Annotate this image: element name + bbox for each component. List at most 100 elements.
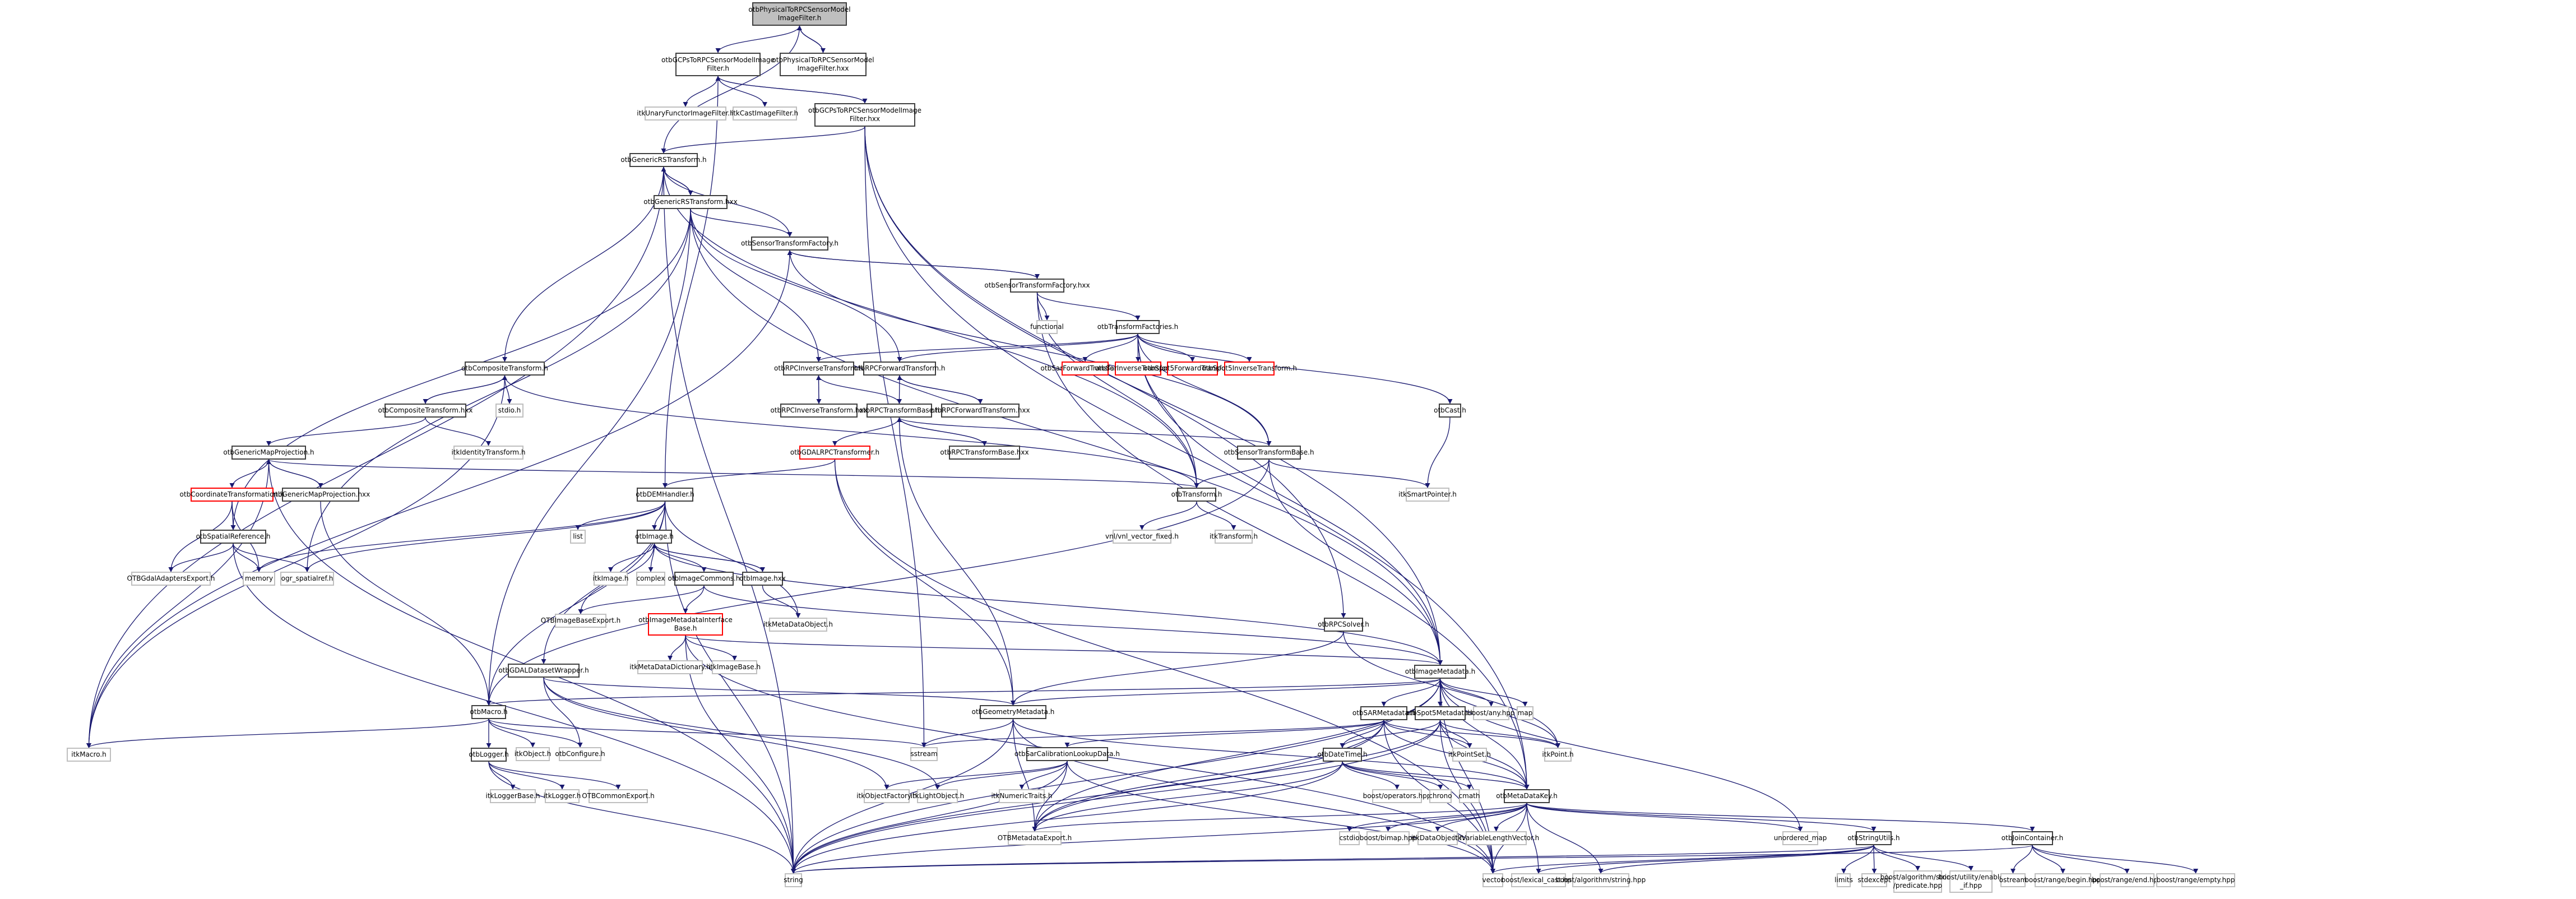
edge-spotmeta-to-string [791,720,1441,874]
graph-node-gmp-hxx[interactable]: otbGenericMapProjection.hxx [271,488,370,502]
graph-node-gdalrpc[interactable]: otbGDALRPCTransformer.h [790,446,879,460]
graph-node-spotmeta[interactable]: otbSpot5Metadata.h [1406,706,1475,720]
graph-node-configure: otbConfigure.h [555,747,605,761]
graph-node-rpcinv-hxx[interactable]: otbRPCInverseTransform.hxx [770,404,868,418]
edge-sarcal-to-string [790,761,1068,874]
edge-tfac-to-sarfwd [1082,333,1138,362]
edge-imi-to-imagebase [685,635,738,661]
graph-node-gcps-h[interactable]: otbGCPsToRPCSensorModelImage Filter.h [661,53,775,76]
graph-node-coordtr[interactable]: otbCoordinateTransformation.h [180,488,284,502]
edge-spatref-to-ogr [233,543,310,572]
graph-node-smartptr: itkSmartPointer.h [1398,488,1457,502]
edge-stf-hxx-to-mdkey [1036,292,1530,790]
graph-node-sarinv[interactable]: otbSarInverseTransform.h [1095,362,1182,376]
graph-node-phys-hxx[interactable]: otbPhysicalToRPCSensorModel ImageFilter.… [772,53,874,76]
graph-node-gcps-hxx[interactable]: otbGCPsToRPCSensorModelImage Filter.hxx [808,103,921,127]
edge-grs-hxx-to-rpcfwd-h [690,208,902,362]
edge-mdkey-to-strutils [1526,803,1877,832]
edge-grs-hxx-to-stf-h [690,208,793,237]
edge-gmp-h-to-otbtransform [268,459,1199,488]
graph-node-root[interactable]: otbPhysicalToRPCSensorModel ImageFilter.… [748,2,851,26]
graph-node-grs-h[interactable]: otbGenericRSTransform.h [620,153,707,167]
graph-node-vector: vector [1482,873,1504,887]
edge-grs-hxx-to-spatref [230,208,691,530]
graph-node-tfac[interactable]: otbTransformFactories.h [1097,320,1178,334]
graph-node-spotinv[interactable]: otbSpot5InverseTransform.h [1202,362,1297,376]
graph-node-rpcsolver[interactable]: otbRPCSolver.h [1318,618,1369,632]
edge-macro-to-configure [488,719,583,748]
graph-node-mdkey[interactable]: otbMetaDataKey.h [1496,789,1558,803]
graph-node-comp-h[interactable]: otbCompositeTransform.h [461,362,548,376]
graph-node-dem[interactable]: otbDEMHandler.h [636,488,694,502]
graph-node-rpcbase-h[interactable]: otbRPCTransformBase.h [859,404,939,418]
edge-grs-hxx-to-imgmeta [690,208,1443,665]
graph-node-logger[interactable]: otbLogger.h [469,748,509,762]
graph-node-objfactory: itkObjectFactory.h [856,789,917,803]
edge-geommeta-to-sstream [921,719,1014,748]
graph-node-numtraits: itkNumericTraits.h [991,789,1053,803]
edge-rpcbase-h-to-stbase [898,417,1272,446]
graph-node-pointset: itkPointSet.h [1448,748,1491,762]
graph-node-spotfwd[interactable]: otbSpot5ForwardTransform.h [1144,362,1241,376]
graph-node-rpcfwd-h[interactable]: otbRPCForwardTransform.h [854,362,946,376]
edge-mdkey-to-unordmap [1526,803,1803,832]
graph-node-gmp-h[interactable]: otbGenericMapProjection.h [223,446,314,460]
graph-node-cast-h[interactable]: otbCast.h [1434,404,1466,418]
graph-node-rpcbase-hxx[interactable]: otbRPCTransformBase.hxx [940,446,1029,460]
edge-gdalrpc-to-geommeta [834,459,1016,706]
graph-node-otbtransform[interactable]: otbTransform.h [1171,488,1222,502]
graph-node-sarmeta[interactable]: otbSARMetadata.h [1352,706,1415,720]
graph-node-sarfwd[interactable]: otbSarForwardTransform.h [1041,362,1129,376]
graph-node-imgmeta[interactable]: otbImageMetadata.h [1405,665,1475,679]
graph-node-grs-hxx[interactable]: otbGenericRSTransform.hxx [643,195,738,209]
graph-node-itkobject: itkObject.h [515,747,551,761]
edge-tfac-to-rpcfwd-h [897,333,1138,362]
graph-node-identity: itkIdentityTransform.h [451,446,526,460]
edge-imgmeta-to-unordmap [1439,678,1803,832]
graph-node-ostream: ostream [1999,873,2027,887]
graph-node-unordmap: unordered_map [1774,831,1827,845]
graph-node-image-h[interactable]: otbImage.h [635,530,674,544]
graph-node-imagebase: itkImageBase.h [708,660,761,674]
graph-node-stf-hxx[interactable]: otbSensorTransformFactory.hxx [984,279,1090,293]
graph-node-gdalds[interactable]: otbGDALDatasetWrapper.h [498,664,589,678]
graph-node-datetime[interactable]: otbDateTime.h [1317,748,1368,762]
edge-sarmeta-to-metaexp [1032,720,1384,832]
graph-node-imi[interactable]: otbImageMetadataInterface Base.h [638,613,733,636]
edge-datetime-to-mdkey [1342,761,1530,790]
graph-node-geommeta[interactable]: otbGeometryMetadata.h [972,705,1054,719]
edge-mdkey-to-dataobj [1435,803,1527,832]
graph-node-strutils[interactable]: otbStringUtils.h [1847,831,1900,845]
graph-node-rpcfwd-hxx[interactable]: otbRPCForwardTransform.hxx [930,404,1030,418]
graph-node-rpcinv-h[interactable]: otbRPCInverseTransform.h [774,362,863,376]
edge-stbase-to-smartptr [1268,459,1430,488]
edge-tfac-to-spotinv [1137,333,1252,362]
edge-joincont-to-rend [2032,845,2130,874]
edge-phys-hxx-to-root [796,25,824,53]
graph-node-comp-hxx[interactable]: otbCompositeTransform.hxx [378,404,473,418]
graph-node-itkimage: itkImage.h [593,572,629,586]
edge-tfac-to-cast-h [1137,333,1453,404]
graph-node-stbase[interactable]: otbSensorTransformBase.h [1224,446,1314,460]
graph-node-metaexp: OTBMetadataExport.h [998,831,1072,845]
graph-node-spatref[interactable]: otbSpatialReference.h [196,530,270,544]
edge-gmp-hxx-to-macro [320,501,492,706]
graph-node-dataobj: itkDataObject.h [1411,831,1464,845]
edge-gmp-h-to-coordtr [229,459,270,488]
graph-node-joincont[interactable]: otbJoinContainer.h [2002,831,2063,845]
edge-strutils-to-string [791,845,1874,874]
graph-node-stf-h[interactable]: otbSensorTransformFactory.h [741,237,838,251]
graph-node-imgcommons[interactable]: otbImageCommons.h [668,572,740,586]
graph-node-metadict: itkMetaDataDictionary.h [629,660,711,674]
graph-node-cast: itkCastImageFilter.h [731,106,798,121]
edge-sarcal-to-objfactory [884,761,1068,790]
graph-node-cstdio: cstdio [1339,831,1360,845]
edge-dem-to-memory [256,501,666,572]
edge-stbase-to-imgmeta [1268,459,1443,665]
graph-node-macro[interactable]: otbMacro.h [470,705,508,719]
edge-logger-to-string [488,761,796,874]
graph-node-sarcal[interactable]: otbSarCalibrationLookupData.h [1014,747,1120,761]
graph-node-imgbaseexp: OTBImageBaseExport.h [541,614,620,628]
graph-node-image-hxx[interactable]: otbImage.hxx [739,572,786,586]
edge-grs-h-to-string [663,166,796,874]
